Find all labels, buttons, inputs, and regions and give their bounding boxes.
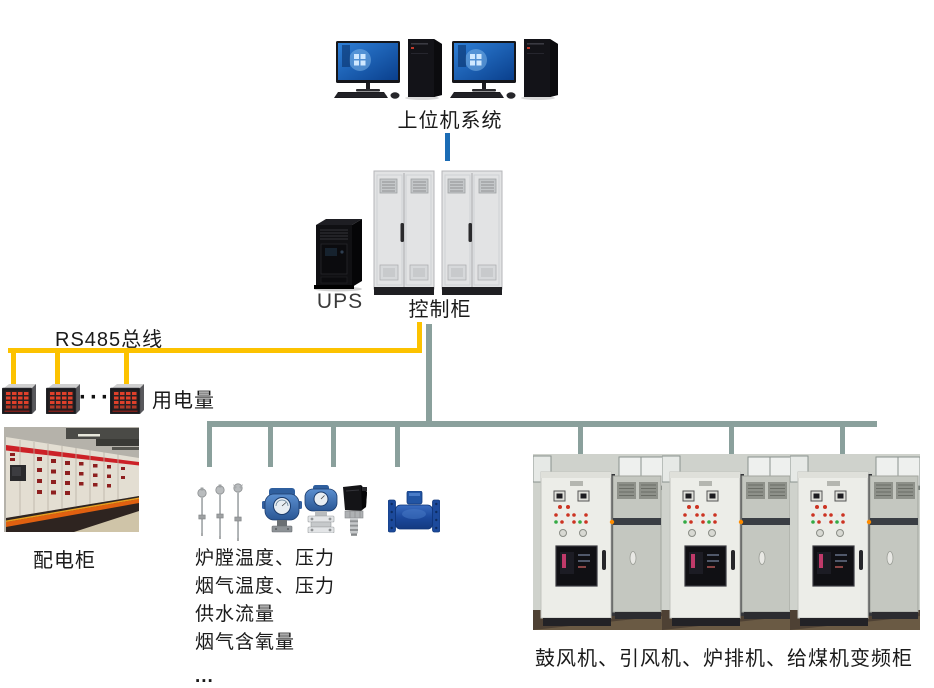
io-bus-drop <box>729 427 734 457</box>
power-meter-image <box>110 384 146 414</box>
pressure-transmitter-image <box>303 485 339 533</box>
vfd-cabinet-photo <box>662 454 792 630</box>
io-bus-drop <box>395 427 400 467</box>
io-bus-line <box>207 421 877 427</box>
sensor-list-item: 供水流量 <box>195 604 276 625</box>
rs485-bus-label: RS485总线 <box>55 329 164 351</box>
control-cabinet-image <box>373 169 435 297</box>
io-bus-drop <box>207 427 212 467</box>
sensor-list-ellipsis: ... <box>195 666 214 687</box>
rs485-bus-line <box>417 322 422 350</box>
host-system-label: 上位机系统 <box>397 110 503 132</box>
io-bus-drop <box>331 427 336 467</box>
pressure-sensor-image <box>341 485 369 537</box>
power-meter-label: 用电量 <box>152 390 215 412</box>
ups-image <box>312 217 366 293</box>
host-computer-image <box>334 33 446 101</box>
rs485-bus-line <box>8 348 422 353</box>
rs485-bus-drop <box>124 353 129 384</box>
io-bus-drop <box>578 427 583 457</box>
sensor-list: 炉膛温度、压力 烟气温度、压力 供水流量 烟气含氧量 ... <box>195 545 335 688</box>
thermocouple-image <box>192 481 250 545</box>
io-bus-drop <box>268 427 273 467</box>
power-meter-image <box>46 384 82 414</box>
io-bus-drop <box>840 427 845 457</box>
control-cabinet-image <box>441 169 503 297</box>
ups-label: UPS <box>316 290 364 313</box>
vfd-cabinet-photo <box>790 454 920 630</box>
rs485-bus-drop <box>11 353 16 384</box>
io-bus-line <box>426 324 432 422</box>
vfd-cabinet-label: 鼓风机、引风机、炉排机、给煤机变频柜 <box>535 648 913 670</box>
distribution-cabinet-photo <box>4 427 139 532</box>
control-cabinet-label: 控制柜 <box>408 299 472 321</box>
distribution-cabinet-label: 配电柜 <box>33 550 96 572</box>
host-link-line <box>445 133 450 161</box>
host-computer-image <box>450 33 562 101</box>
pressure-transmitter-image <box>262 487 302 533</box>
rs485-bus-drop <box>55 353 60 384</box>
vfd-cabinet-photo <box>533 454 663 630</box>
sensor-list-item: 炉膛温度、压力 <box>195 548 336 569</box>
power-meter-ellipsis: ··· <box>79 384 112 411</box>
sensor-list-item: 烟气含氧量 <box>195 632 296 653</box>
power-meter-image <box>2 384 38 414</box>
flow-meter-image <box>388 491 440 533</box>
sensor-list-item: 烟气温度、压力 <box>195 576 336 597</box>
